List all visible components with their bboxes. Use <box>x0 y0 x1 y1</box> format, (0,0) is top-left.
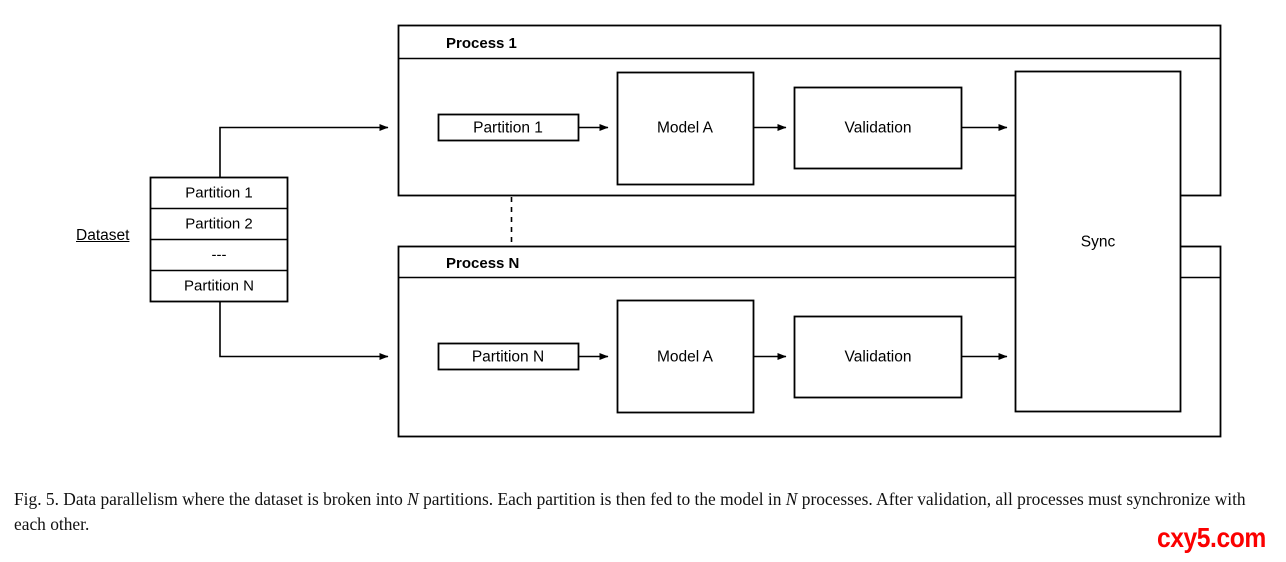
sync-label: Sync <box>1080 233 1116 251</box>
dataset-partition-ellipsis-label: --- <box>211 246 227 264</box>
connector-dataset-to-process-1 <box>219 124 389 178</box>
sync-box <box>1014 70 1182 413</box>
caption-symbol-n-second: N <box>785 489 798 509</box>
validation-box-process-n <box>793 315 963 399</box>
caption-text-a: Data parallelism where the dataset is br… <box>58 489 408 509</box>
process-n-title: Process N <box>446 255 520 272</box>
partition-box-process-1 <box>437 113 580 142</box>
process-n-nodes <box>437 299 1008 414</box>
watermark-cxy5: cxy5.com <box>1157 522 1266 553</box>
caption-symbol-n-first: N <box>407 489 419 509</box>
process-1-partition-label: Partition 1 <box>473 119 543 137</box>
caption-figure-number: Fig. 5. <box>14 489 59 509</box>
diagram-svg <box>149 24 1222 438</box>
dataset-label: Dataset <box>76 227 130 244</box>
process-n-validation-label: Validation <box>844 348 912 366</box>
dataset-partition-2-label: Partition 2 <box>185 215 253 233</box>
dataset-partition-1-label: Partition 1 <box>185 184 253 202</box>
figure-caption: Fig. 5. Data parallelism where the datas… <box>14 487 1272 537</box>
process-1-title: Process 1 <box>446 35 517 52</box>
model-box-process-1 <box>616 71 755 186</box>
caption-text-b: partitions. Each partition is then fed t… <box>418 489 786 509</box>
process-1-validation-label: Validation <box>844 119 912 137</box>
dataset-partition-n-label: Partition N <box>183 277 255 295</box>
connector-dataset-to-process-n <box>219 301 389 360</box>
process-1-nodes <box>437 71 1008 186</box>
dataset-stack <box>149 176 289 303</box>
caption-text-c: processes. After <box>797 489 913 509</box>
process-1-model-label: Model A <box>656 119 714 137</box>
process-n-partition-label: Partition N <box>471 348 545 366</box>
caption-line-2: validation, all processes must synchroni… <box>14 489 1246 534</box>
model-box-process-n <box>616 299 755 414</box>
process-n-model-label: Model A <box>656 348 714 366</box>
partition-box-process-n <box>437 342 580 371</box>
